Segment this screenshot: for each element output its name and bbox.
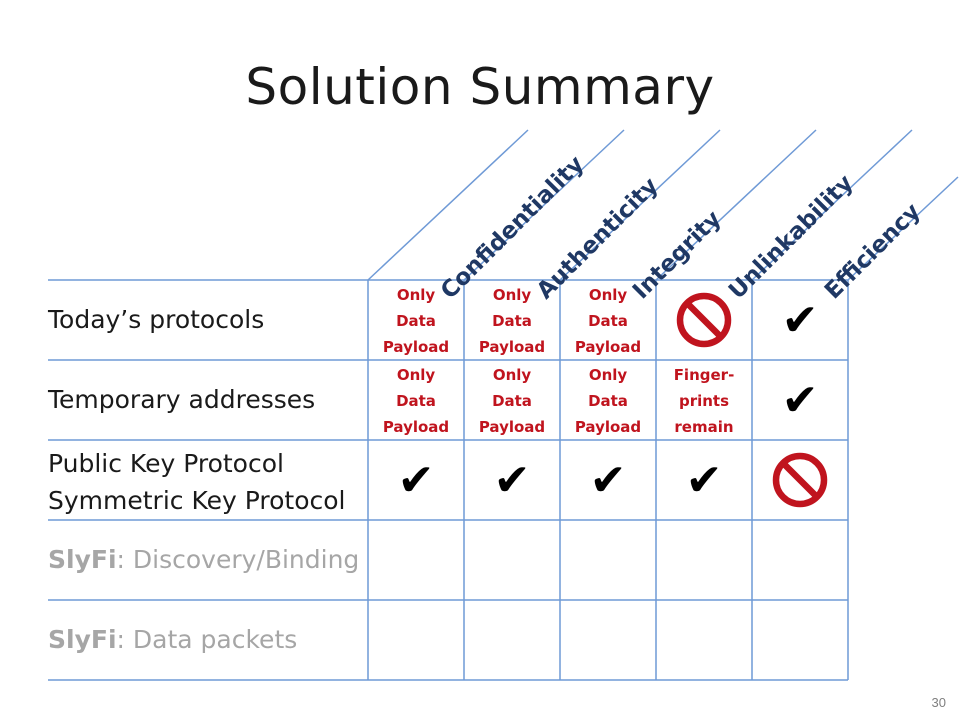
row-label-slyfi-data: SlyFi: Data packets xyxy=(48,623,297,657)
cell-pk-efficiency xyxy=(752,440,848,520)
slyfi-name: SlyFi xyxy=(48,625,117,654)
header-diagonal xyxy=(655,129,817,281)
page-number: 30 xyxy=(931,695,946,710)
row-label-rest: : Discovery/Binding xyxy=(116,545,360,574)
row-label-public-key-protocol: Public Key Protocol xyxy=(48,449,284,478)
check-icon: ✔ xyxy=(781,374,819,426)
check-icon: ✔ xyxy=(589,454,627,506)
check-icon: ✔ xyxy=(397,454,435,506)
prohibited-icon xyxy=(772,452,828,508)
cell-temp-efficiency: ✔ xyxy=(752,360,848,440)
cell-pk-authenticity: ✔ xyxy=(464,440,560,520)
header-diagonal xyxy=(751,129,913,281)
check-icon: ✔ xyxy=(493,454,531,506)
cell-todays-efficiency: ✔ xyxy=(752,280,848,360)
row-label-temporary-addresses: Temporary addresses xyxy=(48,385,316,414)
header-diagonal xyxy=(559,129,721,281)
cell-todays-unlinkability xyxy=(656,280,752,360)
header-diagonal xyxy=(847,176,959,281)
row-label-symmetric-key-protocol: Symmetric Key Protocol xyxy=(48,486,346,515)
cell-pk-confidentiality: ✔ xyxy=(368,440,464,520)
row-label-todays-protocols: Today’s protocols xyxy=(48,305,265,334)
slide-title: Solution Summary xyxy=(245,58,715,116)
header-diagonal xyxy=(367,129,529,281)
slyfi-name: SlyFi xyxy=(48,545,117,574)
cell-pk-unlinkability: ✔ xyxy=(656,440,752,520)
check-icon: ✔ xyxy=(781,294,819,346)
header-diagonal xyxy=(463,129,625,281)
row-label-slyfi-discovery: SlyFi: Discovery/Binding xyxy=(48,543,359,577)
check-icon: ✔ xyxy=(685,454,723,506)
prohibited-icon xyxy=(676,292,732,348)
cell-pk-integrity: ✔ xyxy=(560,440,656,520)
row-label-rest: : Data packets xyxy=(116,625,298,654)
